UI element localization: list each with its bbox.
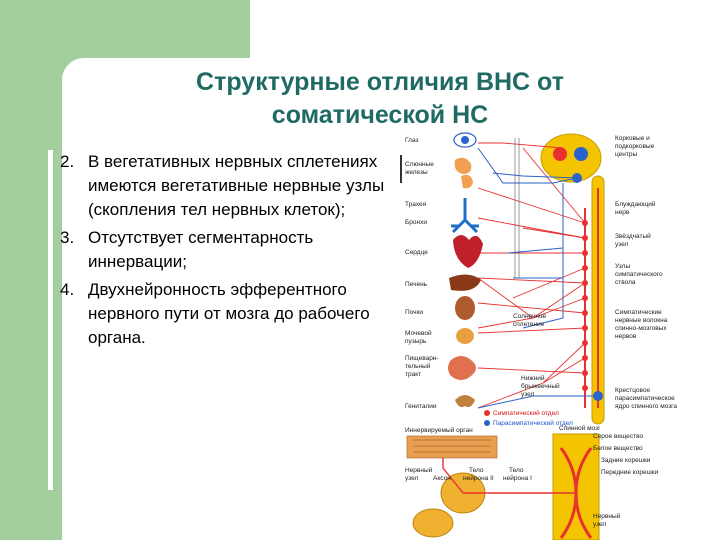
label-body2-a: Тело xyxy=(469,467,484,474)
label-digestive-3: тракт xyxy=(405,371,421,378)
trunk-ganglia xyxy=(582,220,588,391)
label-cortical-2: подкорковые xyxy=(615,143,655,150)
label-sympnodes-1: Узлы xyxy=(615,263,630,270)
heart-icon xyxy=(453,235,483,268)
legend-sympathetic-dot xyxy=(484,410,490,416)
bullet-item: 2. В вегетативных нервных сплетениях име… xyxy=(60,150,390,222)
label-trachea: Трахея xyxy=(405,201,427,208)
bullet-number: 3. xyxy=(60,228,75,247)
label-ganglion-1: Нервный xyxy=(405,466,433,474)
label-posterior: Задние корешки xyxy=(601,457,651,464)
ganglion-shape xyxy=(412,508,454,538)
legend-sympathetic: Симпатический отдел xyxy=(493,409,559,417)
brain-center-right xyxy=(574,147,588,161)
innervated-organ-box xyxy=(406,435,498,459)
label-digestive-1: Пищеварн- xyxy=(405,355,439,362)
label-bladder-1: Мочевой xyxy=(405,329,432,337)
label-sympfibers-3: спинно-мозговых xyxy=(615,325,667,332)
label-eye: Глаз xyxy=(405,137,418,144)
label-bladder-2: пузырь xyxy=(405,338,427,345)
label-sacral-3: ядро спинного мозга xyxy=(615,403,677,410)
label-solar-2: сплетение xyxy=(513,321,545,328)
brain-center-left xyxy=(553,147,567,161)
label-digestive-2: тельный xyxy=(405,362,431,370)
label-stellate-2: узел xyxy=(615,241,629,248)
label-cortical-1: Корковые и xyxy=(615,135,650,142)
label-white: Белое вещество xyxy=(593,445,643,452)
sympathetic-fibers xyxy=(477,142,586,409)
guide-lines xyxy=(514,138,520,278)
label-genitals: Гениталии xyxy=(405,403,437,410)
label-nerve-node-2: узел xyxy=(593,521,607,528)
brain-shape xyxy=(540,133,602,183)
pupil-icon xyxy=(461,136,469,144)
label-mesenteric-3: узел xyxy=(521,391,535,398)
salivary-gland-icon xyxy=(454,157,472,174)
title-line-2: соматической НС xyxy=(271,101,489,129)
accent-bar-highlight xyxy=(48,150,53,490)
trachea-icon xyxy=(451,198,479,234)
liver-icon xyxy=(449,274,481,291)
separator-line xyxy=(400,155,402,183)
bullet-item: 4. Двухнейронность эфферентного нервного… xyxy=(60,278,390,350)
label-spinal-cord: Спинной мозг xyxy=(559,424,601,432)
slide-title: Структурные отличия ВНС от соматической … xyxy=(110,66,650,132)
label-cortical-3: центры xyxy=(615,151,637,158)
bullet-text: В вегетативных нервных сплетениях имеютс… xyxy=(88,152,385,219)
label-sympfibers-1: Симпатические xyxy=(615,309,662,316)
bullet-item: 3. Отсутствует сегментарность иннервации… xyxy=(60,226,390,274)
bullet-list: 2. В вегетативных нервных сплетениях име… xyxy=(60,150,390,354)
parasympathetic-fibers xyxy=(477,147,598,409)
label-solar-1: Солнечное xyxy=(513,313,547,320)
label-sacral-2: парасимпатическое xyxy=(615,395,675,402)
label-innervated: Иннервируемый орган xyxy=(405,426,473,434)
kidney-icon xyxy=(455,296,475,320)
digestive-tract-icon xyxy=(448,356,476,380)
label-mesenteric-1: Нижний xyxy=(521,374,545,382)
label-vagus-2: нерв xyxy=(615,209,630,216)
bullet-text: Двухнейронность эфферентного нервного пу… xyxy=(88,280,370,347)
label-body2-b: нейрона II xyxy=(463,474,494,482)
label-sympfibers-4: нервов xyxy=(615,333,637,340)
label-stellate-1: Звёздчатый xyxy=(615,232,651,240)
label-salivary-1: Слюнные xyxy=(405,161,434,168)
bullet-text: Отсутствует сегментарность иннервации; xyxy=(88,228,314,271)
genitals-icon xyxy=(455,395,475,408)
label-nerve-node-1: Нервный xyxy=(593,512,621,520)
bladder-icon xyxy=(456,328,474,344)
nervous-system-diagram: Глаз Слюнные железы Трахея Бронхи Сердце… xyxy=(403,128,720,541)
label-liver: Печень xyxy=(405,281,428,288)
label-kidneys: Почки xyxy=(405,309,423,316)
efferent-path xyxy=(442,458,576,494)
content-card xyxy=(62,58,720,540)
label-vagus-1: Блуждающий xyxy=(615,200,656,208)
organ-tissue xyxy=(413,439,491,453)
label-grey: Серое вещество xyxy=(593,433,643,440)
label-sympnodes-3: ствола xyxy=(615,279,636,286)
label-sympfibers-2: нервные волокна xyxy=(615,317,668,324)
label-heart: Сердце xyxy=(405,249,428,256)
label-salivary-2: железы xyxy=(405,169,428,176)
label-sympnodes-2: симпатического xyxy=(615,271,663,278)
label-anterior: Передние корешки xyxy=(601,469,659,476)
label-body1-b: нейрона I xyxy=(503,474,532,482)
bullet-number: 2. xyxy=(60,152,75,171)
label-mesenteric-2: брыжеечный xyxy=(521,382,560,390)
title-line-1: Структурные отличия ВНС от xyxy=(196,68,564,96)
label-ganglion-2: узел xyxy=(405,475,419,482)
legend-parasympathetic-dot xyxy=(484,420,490,426)
label-sacral-1: Крестцовое xyxy=(615,387,651,394)
bullet-number: 4. xyxy=(60,280,75,299)
legend-parasympathetic: Парасимпатический отдел xyxy=(493,419,573,427)
salivary-gland-icon-2 xyxy=(461,174,473,189)
label-bronchi: Бронхи xyxy=(405,219,427,226)
label-axon: Аксон xyxy=(433,475,451,482)
label-body1-a: Тело xyxy=(509,467,524,474)
